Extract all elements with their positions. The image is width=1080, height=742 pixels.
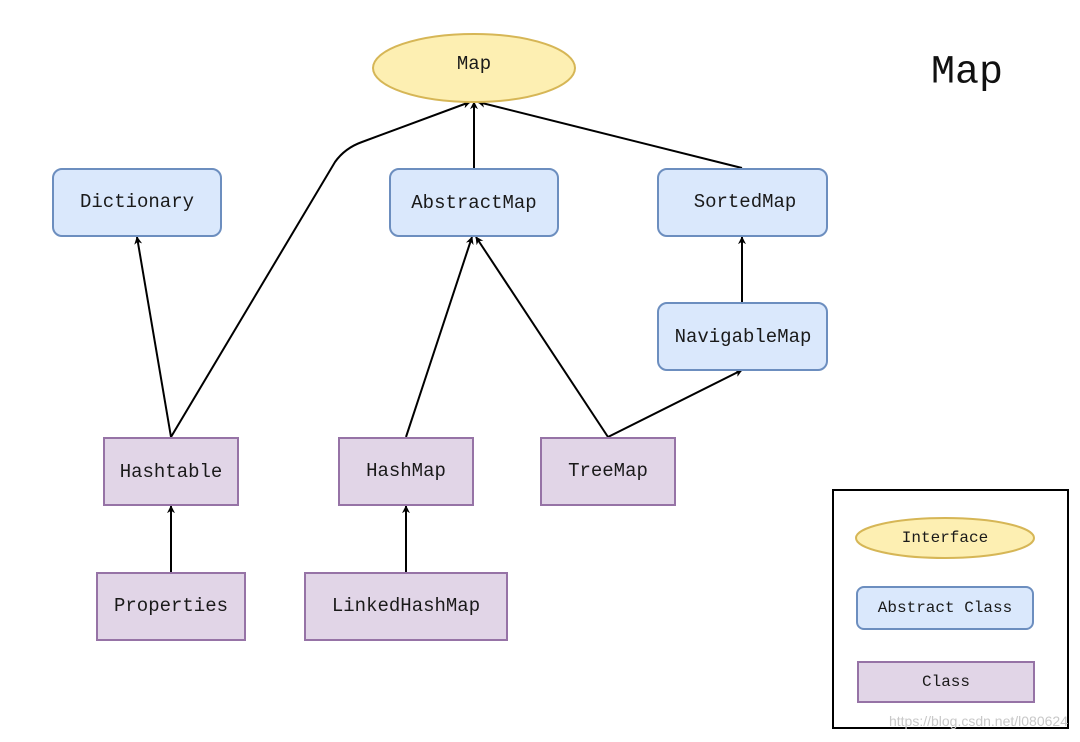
node-navigablemap: NavigableMap: [657, 302, 828, 371]
node-treemap-label: TreeMap: [568, 460, 648, 482]
legend: Interface Abstract Class Class: [832, 489, 1069, 729]
node-map-label: Map: [457, 53, 491, 75]
edge-treemap-to-navigablemap: [607, 369, 743, 438]
legend-class-label: Class: [922, 673, 970, 691]
legend-interface-label: Interface: [902, 529, 988, 547]
class-shape: [304, 572, 508, 641]
node-hashmap: HashMap: [338, 437, 474, 506]
node-properties: Properties: [96, 572, 246, 641]
legend-abstract-class-shape: [856, 586, 1034, 630]
interface-shape: [372, 33, 576, 103]
node-linkedhashmap: LinkedHashMap: [304, 572, 508, 641]
abstract-class-shape: [389, 168, 559, 237]
node-properties-label: Properties: [114, 595, 228, 617]
abstract-class-shape: [657, 302, 828, 371]
node-abstractmap-label: AbstractMap: [411, 192, 536, 214]
abstract-class-shape: [52, 168, 222, 237]
node-abstractmap: AbstractMap: [389, 168, 559, 237]
legend-item-interface: Interface: [855, 517, 1035, 559]
node-hashtable-label: Hashtable: [120, 461, 223, 483]
edge-treemap-to-abstractmap: [475, 236, 609, 438]
edge-hashmap-to-abstractmap: [405, 236, 474, 438]
class-shape: [540, 437, 676, 506]
watermark: https://blog.csdn.net/l080624: [889, 713, 1068, 729]
node-hashtable: Hashtable: [103, 437, 239, 506]
node-dictionary: Dictionary: [52, 168, 222, 237]
node-map: Map: [372, 33, 576, 103]
class-shape: [103, 437, 239, 506]
class-shape: [96, 572, 246, 641]
node-sortedmap: SortedMap: [657, 168, 828, 237]
node-dictionary-label: Dictionary: [80, 191, 194, 213]
legend-class-shape: [857, 661, 1035, 703]
edge-hashtable-to-dictionary: [134, 236, 172, 438]
node-linkedhashmap-label: LinkedHashMap: [332, 595, 480, 617]
legend-item-abstract-class: Abstract Class: [856, 586, 1034, 630]
node-sortedmap-label: SortedMap: [694, 191, 797, 213]
legend-item-class: Class: [857, 661, 1035, 703]
node-treemap: TreeMap: [540, 437, 676, 506]
legend-interface-shape: [855, 517, 1035, 559]
abstract-class-shape: [657, 168, 828, 237]
node-navigablemap-label: NavigableMap: [675, 326, 812, 348]
diagram-title: Map: [931, 51, 1003, 96]
edge-sortedmap-to-map: [477, 99, 743, 169]
edge-hashtable-to-map: [170, 100, 471, 438]
legend-abstract-class-label: Abstract Class: [878, 599, 1012, 617]
class-shape: [338, 437, 474, 506]
node-hashmap-label: HashMap: [366, 460, 446, 482]
edges-layer: [134, 99, 746, 572]
